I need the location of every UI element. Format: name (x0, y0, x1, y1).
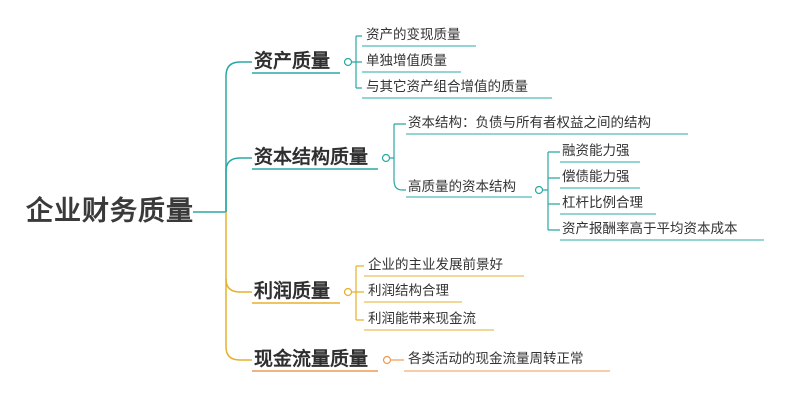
leaf-capital-structure-definition[interactable]: 资本结构：负债与所有者权益之间的结构 (408, 115, 651, 131)
leaf-cashflow-turnover[interactable]: 各类活动的现金流量周转正常 (408, 351, 584, 367)
leaf-financing-ability[interactable]: 融资能力强 (562, 143, 630, 159)
connector-branch-capital (225, 157, 252, 212)
branch2-item-underlines (406, 133, 688, 198)
branch2-children-bracket (390, 123, 406, 191)
node-high-quality-capital-structure[interactable]: 高质量的资本结构 (408, 179, 516, 195)
leaf-standalone-value[interactable]: 单独增值质量 (366, 53, 447, 69)
subbranch-collapse-dot (534, 185, 544, 195)
leaf-asset-liquidity[interactable]: 资产的变现质量 (366, 27, 461, 43)
connector-branch-assets (225, 61, 252, 212)
branch3-children-bracket (352, 265, 364, 321)
branch3-collapse-dot (343, 287, 353, 297)
branch1-item-underlines (362, 45, 552, 99)
branch4-collapse-dot (382, 355, 392, 365)
subbranch-children-bracket (543, 151, 560, 231)
root-node[interactable]: 企业财务质量 (26, 196, 194, 227)
branch1-children-bracket (352, 35, 362, 89)
branch3-item-underlines (364, 275, 524, 331)
connector-branch-profit (225, 212, 252, 293)
leaf-combined-value[interactable]: 与其它资产组合增值的质量 (366, 79, 528, 95)
leaf-profit-cash[interactable]: 利润能带来现金流 (368, 311, 476, 327)
branch-assets-quality[interactable]: 资产质量 (254, 50, 331, 72)
leaf-return-above-cost[interactable]: 资产报酬率高于平均资本成本 (562, 221, 738, 237)
branch-cashflow-quality[interactable]: 现金流量质量 (254, 348, 369, 370)
leaf-profit-structure[interactable]: 利润结构合理 (368, 283, 449, 299)
branch2-collapse-dot (381, 153, 391, 163)
branch-capital-structure-quality[interactable]: 资本结构质量 (254, 146, 369, 168)
branch1-collapse-dot (343, 57, 353, 67)
leaf-leverage-ratio[interactable]: 杠杆比例合理 (562, 195, 643, 211)
leaf-solvency-ability[interactable]: 偿债能力强 (562, 169, 630, 185)
connector-branch-cashflow (225, 279, 252, 361)
subbranch-item-underlines (560, 161, 764, 241)
branch-profit-quality[interactable]: 利润质量 (254, 280, 331, 302)
leaf-business-prospects[interactable]: 企业的主业发展前景好 (368, 257, 503, 273)
